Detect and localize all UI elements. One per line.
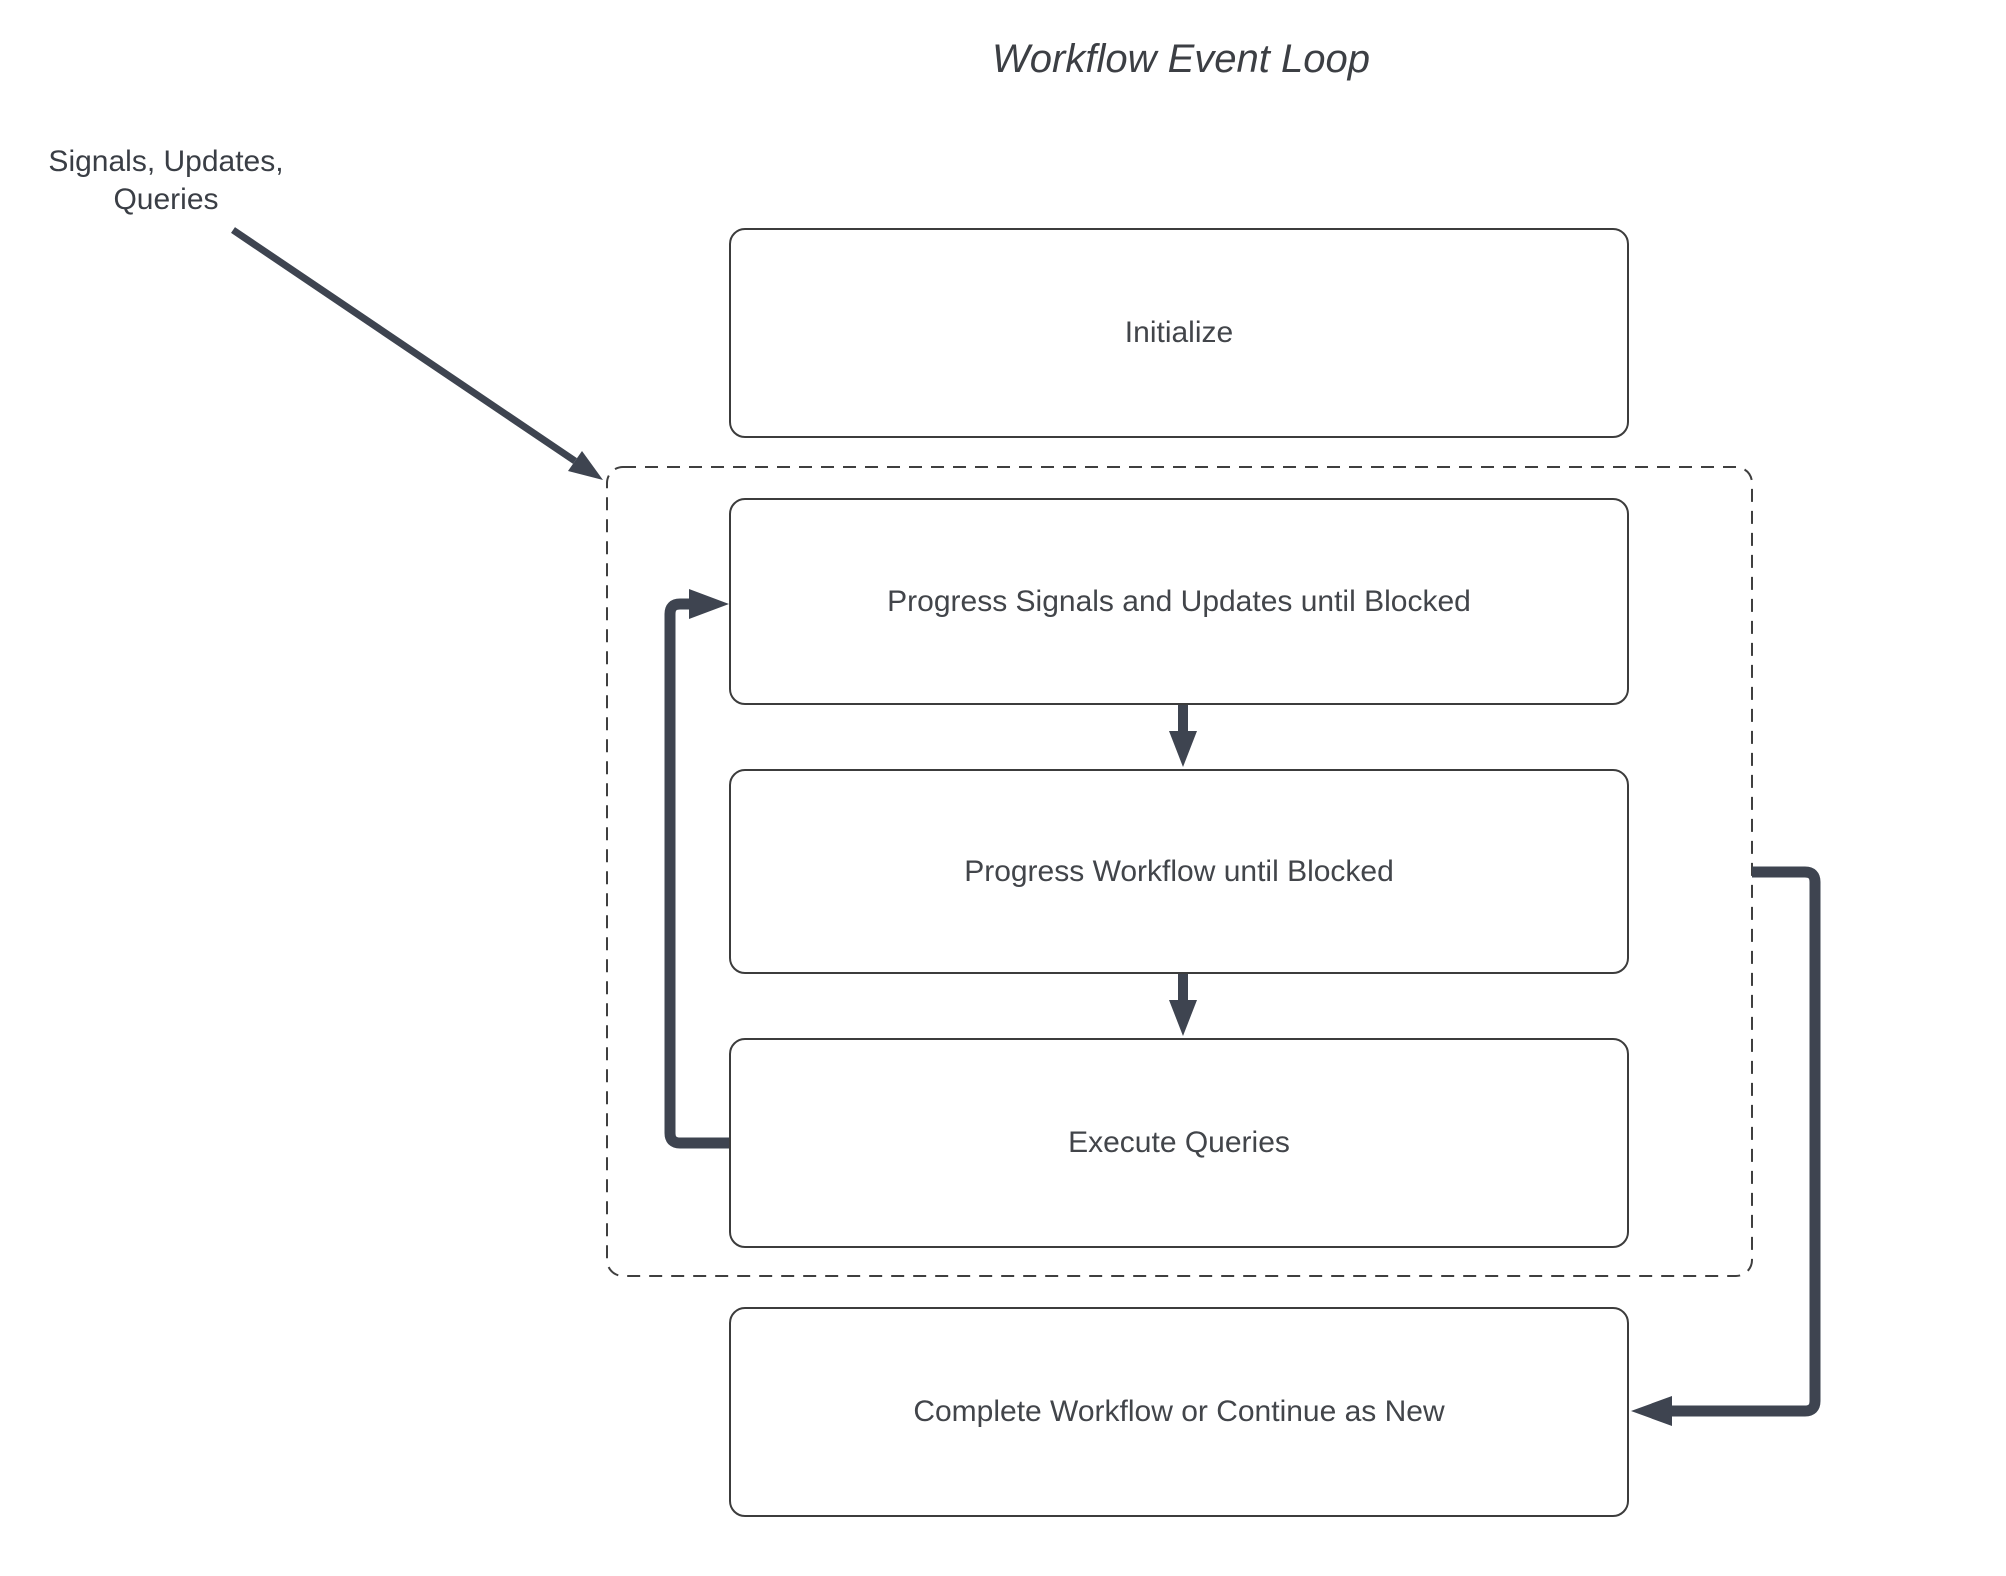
node-execute-queries: Execute Queries bbox=[729, 1038, 1629, 1248]
arrow-workflow-to-execute bbox=[1169, 974, 1197, 1036]
arrow-signals-to-workflow bbox=[1169, 705, 1197, 767]
node-complete: Complete Workflow or Continue as New bbox=[729, 1307, 1629, 1517]
arrow-group-to-complete bbox=[1631, 866, 1821, 1426]
node-progress-workflow: Progress Workflow until Blocked bbox=[729, 769, 1629, 974]
signals-updates-queries-label-line2: Queries bbox=[113, 183, 219, 216]
node-label: Progress Workflow until Blocked bbox=[964, 854, 1394, 888]
node-label: Execute Queries bbox=[1068, 1126, 1290, 1159]
signals-updates-queries-label-line1: Signals, Updates, bbox=[48, 145, 284, 178]
input-arrow bbox=[231, 227, 603, 480]
loop-arrow-execute-to-signals bbox=[664, 589, 729, 1149]
diagram-title: Workflow Event Loop bbox=[992, 37, 1370, 81]
node-progress-signals: Progress Signals and Updates until Block… bbox=[729, 498, 1629, 705]
node-initialize: Initialize bbox=[729, 228, 1629, 438]
node-label: Progress Signals and Updates until Block… bbox=[887, 584, 1471, 618]
node-label: Initialize bbox=[1124, 316, 1234, 349]
node-label: Complete Workflow or Continue as New bbox=[913, 1395, 1445, 1428]
signals-updates-queries-label: Signals, Updates, Queries bbox=[48, 143, 283, 219]
